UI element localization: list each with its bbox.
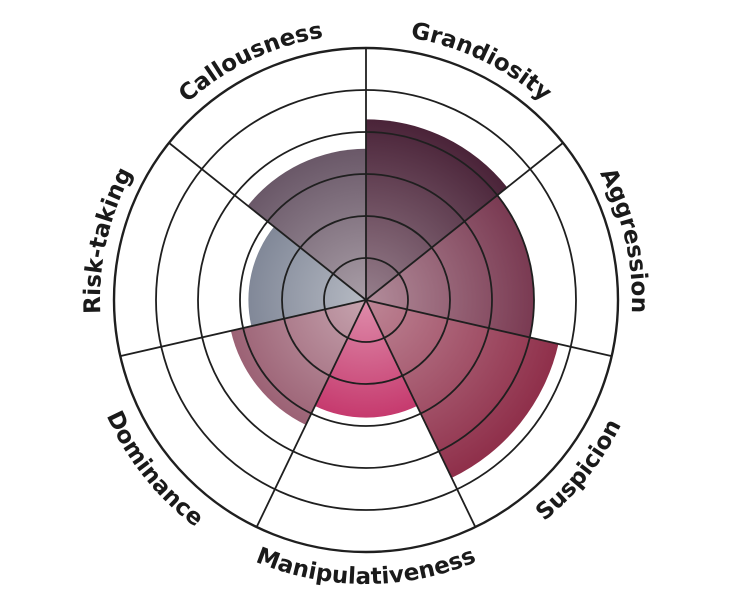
wedge-risk-taking — [248, 226, 366, 327]
grid-spoke — [168, 142, 367, 301]
grid-layer — [112, 46, 620, 554]
wedge-grandiosity — [366, 119, 508, 301]
grid-spoke — [120, 299, 367, 357]
label-callousness: Callousness — [174, 18, 325, 108]
label-suspicion: Suspicion — [531, 415, 627, 526]
grid-spoke — [365, 299, 612, 357]
grid-spoke — [255, 299, 367, 528]
label-dominance: Dominance — [101, 407, 208, 532]
wedge-dominance — [230, 300, 366, 425]
label-manipulativeness: Manipulativeness — [253, 543, 479, 590]
wedge-callousness — [247, 148, 366, 300]
label-risk-taking: Risk-taking — [80, 163, 138, 314]
grid-spoke — [365, 142, 564, 301]
wedge-suspicion — [366, 300, 559, 478]
label-grandiosity: Grandiosity — [409, 18, 557, 107]
wedge-manipulativeness — [314, 300, 418, 418]
grid-spoke — [365, 299, 477, 528]
wedge-layer — [230, 119, 559, 478]
label-aggression: Aggression — [595, 164, 653, 313]
